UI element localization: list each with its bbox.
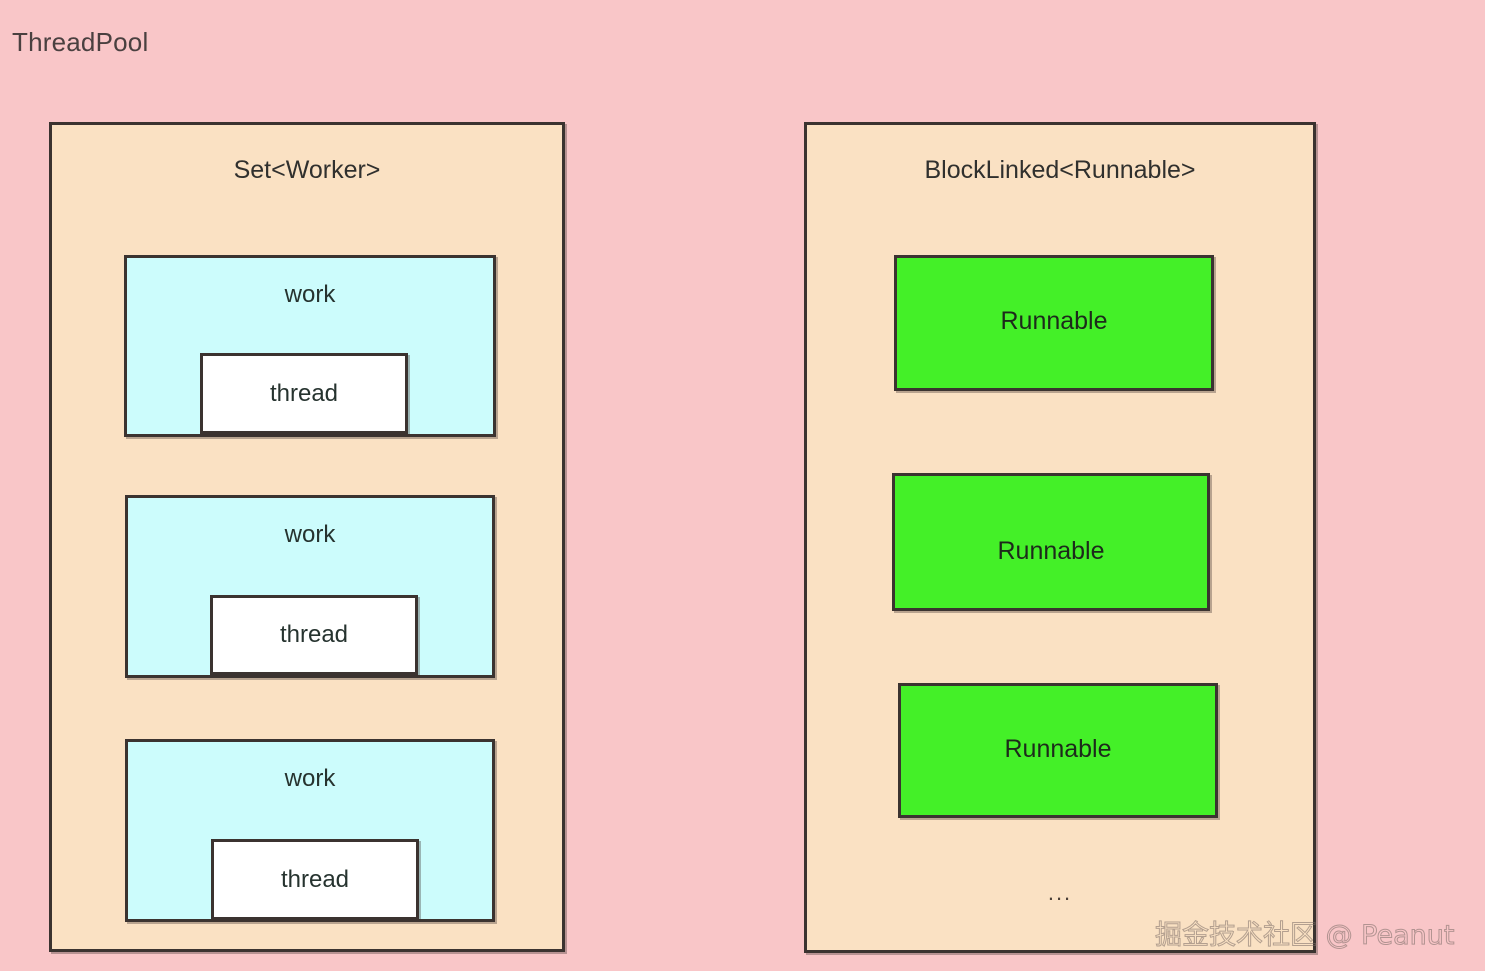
worker-box: work thread	[125, 495, 495, 678]
page-title: ThreadPool	[12, 27, 149, 57]
worker-label: work	[284, 765, 336, 792]
worker-label: work	[284, 281, 336, 308]
runnable-label: Runnable	[997, 537, 1105, 565]
worker-label: work	[284, 521, 336, 548]
thread-label: thread	[279, 621, 349, 648]
thread-label: thread	[280, 865, 350, 893]
runnable-task-box: Runnable	[894, 255, 1214, 391]
thread-box: thread	[210, 595, 418, 675]
workers-panel: Set<Worker> work thread work thread work…	[49, 122, 565, 952]
runnable-task-box: Runnable	[898, 683, 1218, 818]
runnable-task-box: Runnable	[892, 473, 1210, 611]
queue-panel: BlockLinked<Runnable> Runnable Runnable …	[804, 122, 1316, 953]
worker-box: work thread	[125, 739, 495, 922]
thread-box: thread	[200, 353, 408, 434]
runnable-label: Runnable	[1000, 307, 1108, 335]
queue-panel-title: BlockLinked<Runnable>	[924, 156, 1196, 184]
thread-box: thread	[211, 839, 419, 920]
worker-box: work thread	[124, 255, 496, 437]
queue-ellipsis: ...	[1047, 880, 1073, 905]
workers-panel-title: Set<Worker>	[233, 156, 381, 184]
thread-label: thread	[269, 379, 339, 407]
runnable-label: Runnable	[1004, 735, 1112, 763]
